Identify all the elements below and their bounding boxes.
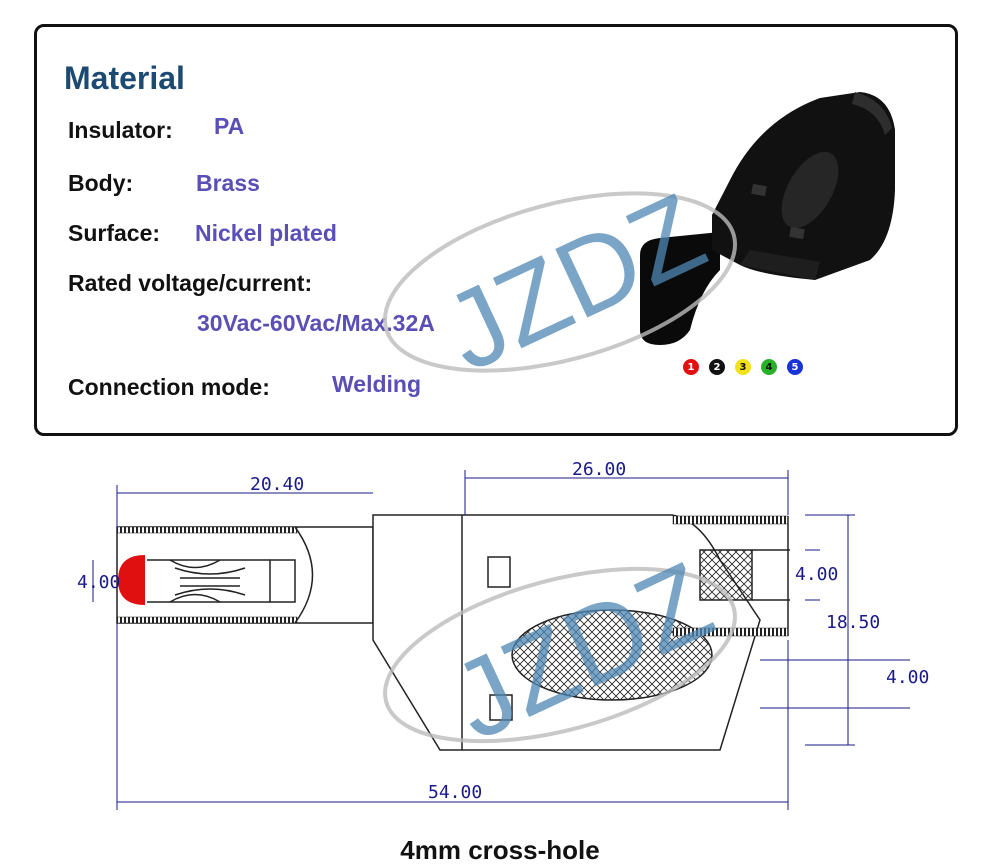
dim-4-00-left: 4.00 [77, 572, 120, 593]
dim-18-50: 18.50 [826, 612, 880, 633]
body-value: Brass [196, 170, 260, 196]
body-label: Body: [68, 170, 134, 196]
drawing-caption: 4mm cross-hole [400, 835, 600, 865]
rated-label: Rated voltage/current: [68, 270, 313, 296]
red-tip-icon [118, 555, 145, 605]
color-option-5: 5 [787, 359, 803, 375]
body-section [372, 514, 790, 751]
material-title: Material [64, 60, 185, 96]
color-option-4: 4 [761, 359, 777, 375]
dim-20-40: 20.40 [250, 474, 304, 495]
connection-label: Connection mode: [68, 374, 270, 400]
dim-26-00: 26.00 [572, 459, 626, 480]
dim-4-00-right: 4.00 [795, 564, 838, 585]
dim-4-00-lower: 4.00 [886, 667, 929, 688]
insulator-label: Insulator: [68, 117, 173, 143]
color-option-3: 3 [735, 359, 751, 375]
dimension-lines [92, 470, 910, 810]
dim-54-00: 54.00 [428, 782, 482, 803]
connection-value: Welding [332, 371, 422, 397]
pin-section [116, 526, 374, 624]
surface-label: Surface: [68, 220, 161, 246]
insulator-value: PA [214, 113, 245, 139]
surface-value: Nickel plated [195, 220, 337, 246]
